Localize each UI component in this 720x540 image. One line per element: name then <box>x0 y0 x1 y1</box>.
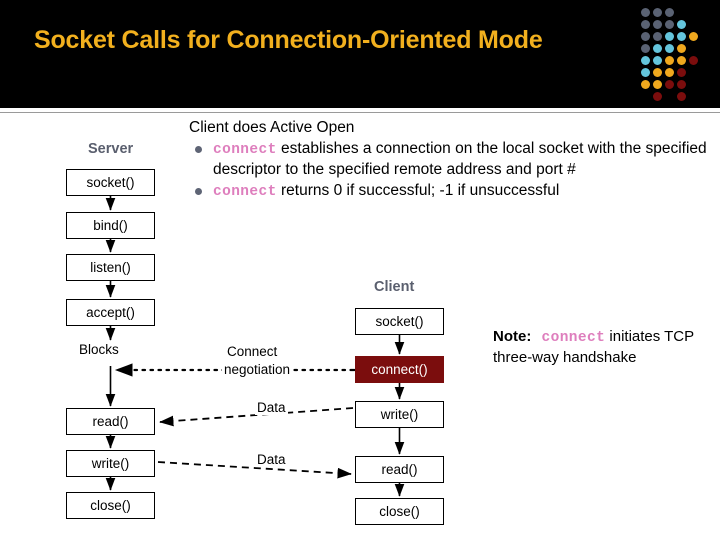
server-node-socket: socket() <box>66 169 155 196</box>
page-title: Socket Calls for Connection-Oriented Mod… <box>34 26 543 54</box>
code-token: connect <box>213 142 277 158</box>
motif-dot <box>641 44 650 53</box>
motif-dot <box>665 8 674 17</box>
motif-dot <box>641 80 650 89</box>
motif-dot <box>677 80 686 89</box>
dot-grid-motif-icon <box>641 8 715 104</box>
motif-dot <box>653 44 662 53</box>
content-lead: Client does Active Open <box>189 119 355 136</box>
server-node-bind: bind() <box>66 212 155 239</box>
motif-dot <box>653 68 662 77</box>
bullet-text: connect establishes a connection on the … <box>213 139 714 180</box>
note-text: initiates TCP three-way handshake <box>493 328 694 366</box>
list-item: connect returns 0 if successful; -1 if u… <box>189 181 714 202</box>
motif-dot <box>689 56 698 65</box>
flow-label-connect-negotiation-line1: Connect <box>225 344 280 359</box>
motif-dot <box>641 56 650 65</box>
motif-dot <box>677 44 686 53</box>
header-divider <box>0 112 720 113</box>
motif-dot <box>689 32 698 41</box>
client-node-socket: socket() <box>355 308 444 335</box>
bullet-dot-icon <box>195 146 202 153</box>
server-column-heading: Server <box>88 141 134 157</box>
motif-dot <box>653 92 662 101</box>
note-block: Note: connect initiates TCP three-way ha… <box>493 327 708 367</box>
header-band <box>0 0 720 108</box>
motif-dot <box>653 32 662 41</box>
motif-dot <box>665 80 674 89</box>
motif-dot <box>677 56 686 65</box>
server-node-listen: listen() <box>66 254 155 281</box>
motif-dot <box>665 56 674 65</box>
motif-dot <box>665 68 674 77</box>
server-node-write: write() <box>66 450 155 477</box>
blocks-label: Blocks <box>79 342 119 357</box>
client-node-connect: connect() <box>355 356 444 383</box>
content-block: Client does Active Open connect establis… <box>189 118 714 202</box>
bullet-body: establishes a connection on the local so… <box>213 140 707 178</box>
motif-dot <box>641 8 650 17</box>
motif-dot <box>641 68 650 77</box>
motif-dot <box>665 20 674 29</box>
server-node-close: close() <box>66 492 155 519</box>
motif-dot <box>677 32 686 41</box>
code-token: connect <box>541 330 606 346</box>
note-lead: Note: <box>493 328 532 345</box>
motif-dot <box>677 68 686 77</box>
motif-dot <box>653 8 662 17</box>
flow-label-data-client-to-server: Data <box>255 400 288 415</box>
motif-dot <box>653 80 662 89</box>
client-node-write: write() <box>355 401 444 428</box>
server-node-read: read() <box>66 408 155 435</box>
bullet-body: returns 0 if successful; -1 if unsuccess… <box>276 182 560 199</box>
bullet-dot-icon <box>195 188 202 195</box>
client-node-read: read() <box>355 456 444 483</box>
motif-dot <box>677 20 686 29</box>
motif-dot <box>641 20 650 29</box>
motif-dot <box>653 20 662 29</box>
server-node-accept: accept() <box>66 299 155 326</box>
flow-label-connect-negotiation-line2: negotiation <box>222 362 293 377</box>
motif-dot <box>641 32 650 41</box>
motif-dot <box>665 32 674 41</box>
code-token: connect <box>213 184 277 200</box>
bullet-text: connect returns 0 if successful; -1 if u… <box>213 181 714 202</box>
list-item: connect establishes a connection on the … <box>189 139 714 180</box>
client-node-close: close() <box>355 498 444 525</box>
motif-dot <box>653 56 662 65</box>
motif-dot <box>665 44 674 53</box>
client-column-heading: Client <box>374 279 415 295</box>
flow-label-data-server-to-client: Data <box>255 452 288 467</box>
motif-dot <box>677 92 686 101</box>
